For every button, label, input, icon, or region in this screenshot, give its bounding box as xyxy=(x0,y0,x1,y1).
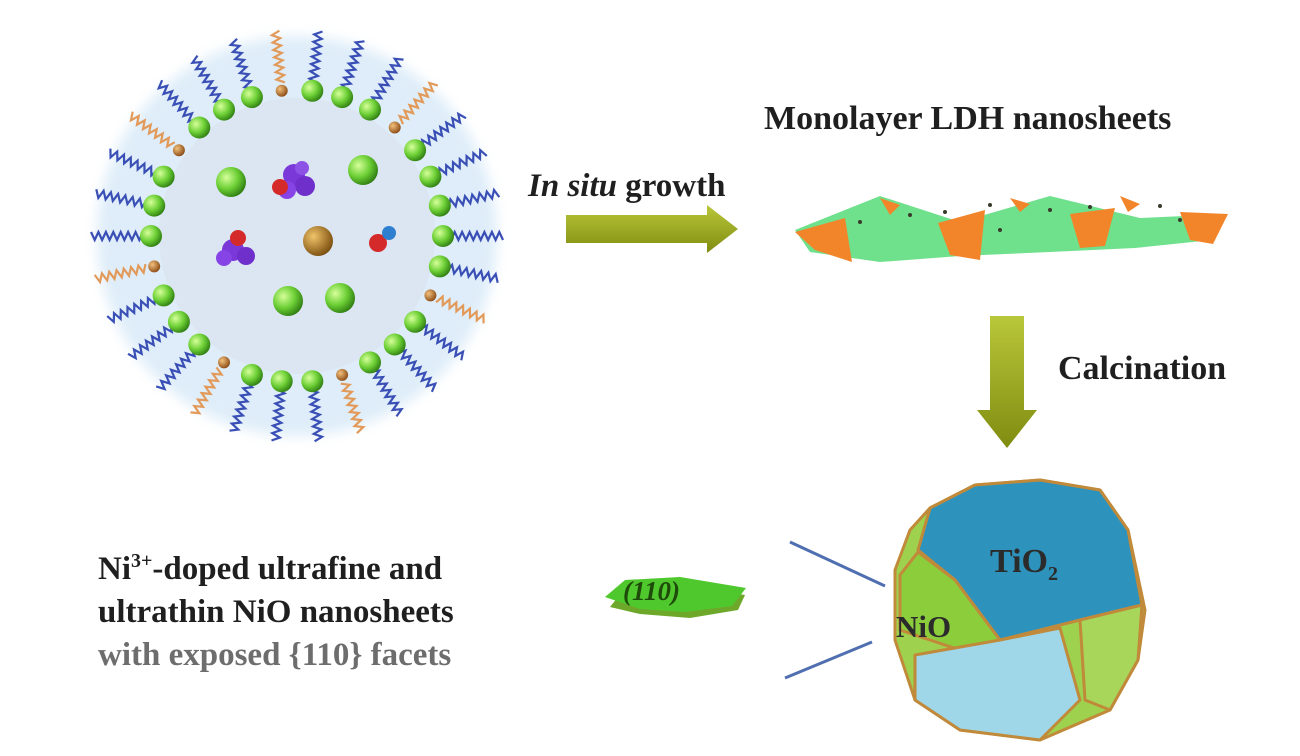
surfactant-head xyxy=(167,310,190,333)
surfactant-tail xyxy=(229,380,255,432)
surfactant-head xyxy=(424,289,437,302)
surfactant-head xyxy=(172,144,185,157)
surfactant-head xyxy=(331,86,354,109)
reverse-micelle xyxy=(90,29,504,443)
surfactant-head xyxy=(148,260,161,273)
surfactant-tail xyxy=(420,111,467,149)
surfactant-tail xyxy=(307,388,325,443)
ldh-nanosheet xyxy=(795,196,1228,262)
ti-precursor xyxy=(303,226,333,256)
description-line-3: with exposed {110} facets xyxy=(98,637,452,673)
nio-label: NiO xyxy=(896,609,952,644)
pointer-line xyxy=(789,540,886,588)
tio2-label: TiO2 xyxy=(990,543,1058,585)
water-molecule xyxy=(369,226,396,252)
surfactant-tails xyxy=(90,29,504,443)
calcination-label: Calcination xyxy=(1058,350,1227,387)
surfactant-tail xyxy=(435,294,485,324)
description-line-2: ultrathin NiO nanosheets xyxy=(98,594,454,630)
surfactant-tail xyxy=(127,323,174,361)
surfactant-head xyxy=(152,165,175,188)
surfactant-head xyxy=(388,121,401,134)
surfactant-head xyxy=(240,86,263,109)
light-blue-facet xyxy=(913,626,1082,742)
metal-ion xyxy=(325,283,355,313)
surfactant-tail xyxy=(339,40,365,92)
surfactant-tail xyxy=(397,81,439,125)
surfactant-tail xyxy=(190,366,224,415)
surfactant-tail xyxy=(306,30,325,85)
pointer-line xyxy=(784,640,873,680)
surfactant-tail xyxy=(190,54,224,103)
surfactant-tail xyxy=(370,57,404,106)
surfactant-head xyxy=(188,116,211,139)
metal-ion xyxy=(273,286,303,316)
surfactant-head xyxy=(143,194,166,217)
monolayer-ldh-label: Monolayer LDH nanosheets xyxy=(764,100,1172,137)
surfactant-tail xyxy=(269,29,287,84)
surfactant-tail xyxy=(396,348,438,393)
surfactant-head xyxy=(140,225,162,247)
surfactant-head xyxy=(275,84,288,97)
surfactant-tail xyxy=(438,147,488,178)
surfactant-tail xyxy=(95,188,149,210)
surfactant-tail xyxy=(129,111,176,149)
surfactant-tail xyxy=(109,148,159,178)
surfactant-tail xyxy=(156,79,198,124)
surfactant-head xyxy=(301,79,324,102)
surfactant-head xyxy=(359,351,381,374)
surfactant-head xyxy=(428,194,451,217)
surfactant-head xyxy=(419,165,442,188)
calcination-arrow xyxy=(977,316,1037,448)
surfactant-tail xyxy=(450,229,504,243)
nio-tio2-particle xyxy=(893,478,1147,742)
product-description: Ni3+-doped ultrafine and ultrathin NiO n… xyxy=(98,548,454,677)
surfactant-heads xyxy=(140,79,454,393)
facet-110-label: (110) xyxy=(623,576,680,606)
nio-nanosheet xyxy=(605,577,746,618)
surfactant-head xyxy=(336,368,349,381)
growth-arrow xyxy=(566,205,738,253)
surfactant-tail xyxy=(90,229,144,243)
surfactant-head xyxy=(240,363,263,386)
surfactant-tail xyxy=(269,387,288,442)
description-line-1: Ni3+-doped ultrafine and xyxy=(98,550,443,587)
urea-molecule xyxy=(216,230,255,266)
in-situ-text: In situ xyxy=(528,168,617,204)
surfactant-tail xyxy=(418,323,465,361)
in-situ-growth-label: In situ growth xyxy=(528,168,725,205)
surfactant-tail xyxy=(155,347,197,391)
surfactant-tail xyxy=(340,382,366,434)
urea-molecule xyxy=(272,161,315,199)
surfactant-head xyxy=(404,139,427,162)
surfactant-head xyxy=(218,356,230,369)
surfactant-head xyxy=(188,333,211,356)
surfactant-head xyxy=(359,98,381,121)
surfactant-tail xyxy=(447,187,501,209)
metal-ion xyxy=(348,155,378,185)
metal-ion xyxy=(216,167,246,197)
surfactant-head xyxy=(270,370,293,393)
surfactant-head xyxy=(213,98,235,121)
surfactant-tail xyxy=(370,369,404,418)
surfactant-head xyxy=(428,255,451,278)
surfactant-tail xyxy=(445,262,499,284)
surfactant-head xyxy=(404,310,427,333)
surfactant-head xyxy=(432,225,454,247)
surfactant-tail xyxy=(106,294,156,325)
surfactant-head xyxy=(301,370,324,393)
surfactant-head xyxy=(152,284,175,307)
growth-text: growth xyxy=(616,168,726,204)
surfactant-head xyxy=(383,333,406,356)
surfactant-tail xyxy=(93,263,147,285)
surfactant-tail xyxy=(228,38,254,90)
